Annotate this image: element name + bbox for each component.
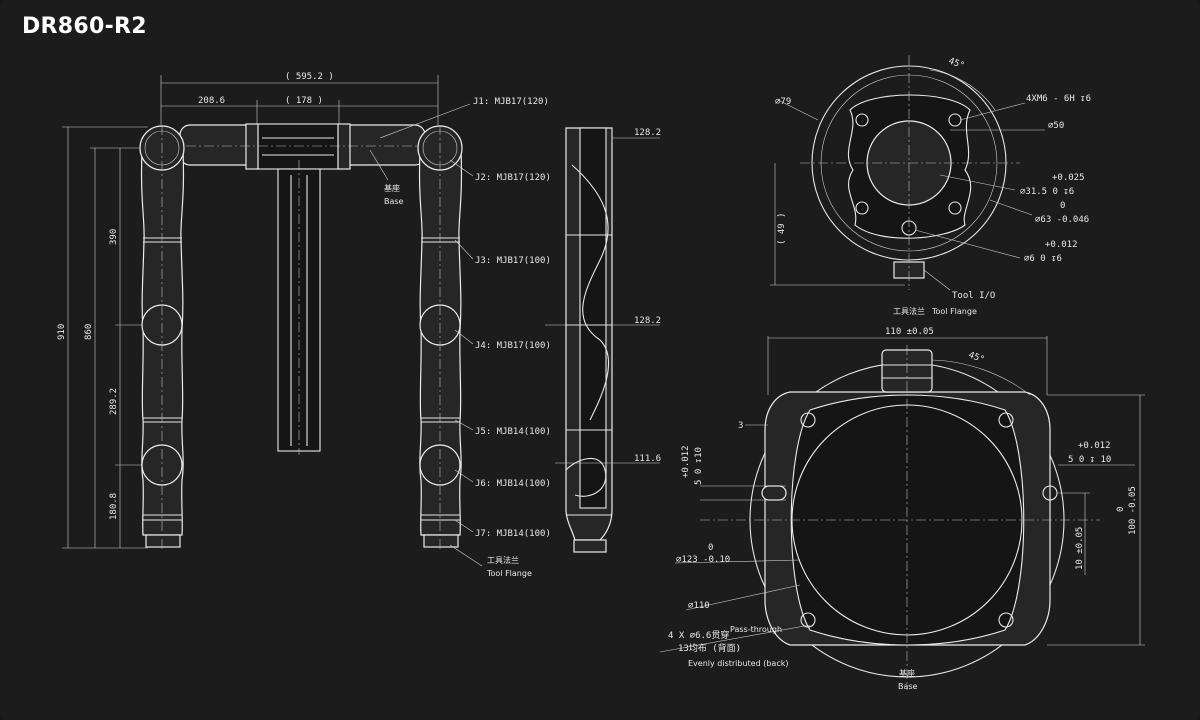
joint-label-j5: J5: MJB14(100)	[475, 427, 551, 437]
profile-view: 128.2 128.2 111.6	[545, 127, 661, 553]
dim-total-height: 910	[57, 324, 67, 340]
flange-dia-6: ⌀6 0 ↧6	[1024, 254, 1062, 264]
base-distributed-en: Evenly distributed (back)	[688, 659, 788, 668]
base-tol-left-2: 5 0 ↧10	[694, 447, 704, 485]
flange-tol-31-upper: +0.025	[1052, 173, 1085, 183]
joint-label-j7: J7: MJB14(100)	[475, 529, 551, 539]
base-tol-left: +0.012	[681, 445, 691, 478]
page-title: DR860-R2	[22, 14, 147, 39]
dim-total-width: ( 595.2 )	[285, 72, 334, 82]
base-holes-en: Pass-through	[730, 625, 782, 634]
flange-caption-en: Tool Flange	[931, 307, 977, 316]
joint-label-j6: J6: MJB14(100)	[475, 479, 551, 489]
base-caption-en: Base	[898, 682, 918, 691]
base-view: 110 ±0.05 45° 100 -0.05 0 10 ±0.05 +0.01…	[659, 327, 1145, 691]
base-tol-right-upper: +0.012	[1078, 441, 1111, 451]
base-label-en: Base	[384, 197, 404, 206]
base-tol-right: 5 0 ↧ 10	[1068, 455, 1111, 465]
base-holes: 4 X ⌀6.6贯穿	[668, 629, 729, 641]
flange-dia-31: ⌀31.5 0 ↧6	[1020, 187, 1074, 197]
flange-tol-6-upper: +0.012	[1045, 240, 1078, 250]
flange-dia-outer: ⌀79	[775, 97, 791, 107]
dim-180: 180.8	[109, 493, 119, 520]
dim-offset: 208.6	[198, 96, 225, 106]
flange-bolt-spec: 4XM6 - 6H ↧6	[1026, 94, 1091, 104]
profile-dim-top: 128.2	[634, 128, 661, 138]
base-dim-110: 110 ±0.05	[885, 327, 934, 337]
base-dia-110: ⌀110	[688, 601, 710, 611]
flange-tol-63-upper: 0	[1060, 201, 1065, 211]
base-dia-123-upper: 0	[708, 543, 713, 553]
joint-label-j2: J2: MJB17(120)	[475, 173, 551, 183]
flange-caption-cn: 工具法兰	[893, 306, 925, 316]
joint-label-j1: J1: MJB17(120)	[473, 97, 549, 107]
dim-height-860: 860	[84, 324, 94, 340]
base-dim-100: 100 -0.05	[1128, 486, 1138, 535]
base-label-cn: 基座	[384, 183, 400, 193]
joint-label-j3: J3: MJB17(100)	[475, 256, 551, 266]
side-view: ( 595.2 ) 208.6 ( 178 ) 910 860 390 289.…	[57, 72, 551, 578]
base-caption-cn: 基座	[899, 668, 915, 678]
profile-dim-bottom: 111.6	[634, 454, 661, 464]
base-angle: 45°	[967, 350, 986, 365]
base-dim-10: 10 ±0.05	[1075, 527, 1085, 570]
joint-label-j4: J4: MJB17(100)	[475, 341, 551, 351]
profile-dim-mid: 128.2	[634, 316, 661, 326]
flange-dia-50: ⌀50	[1048, 121, 1064, 131]
dim-390: 390	[109, 229, 119, 245]
flange-dia-63: ⌀63 -0.046	[1035, 215, 1089, 225]
flange-view: 45° ⌀79 4XM6 - 6H ↧6 ⌀50 +0.025 ⌀31.5 0 …	[770, 55, 1091, 316]
flange-label-en: Tool Flange	[486, 569, 532, 578]
base-dim-100-upper: 0	[1116, 507, 1126, 512]
base-distributed: 13均布 (背面)	[678, 642, 741, 654]
flange-dim-49: ( 49 )	[777, 212, 787, 245]
dim-gap: ( 178 )	[285, 96, 323, 106]
base-dim-3: 3	[738, 421, 743, 431]
flange-label-cn: 工具法兰	[487, 555, 519, 565]
flange-tool-io: Tool I/O	[952, 291, 995, 301]
base-dia-123: ⌀123 -0.10	[676, 555, 730, 565]
dim-289: 289.2	[109, 388, 119, 415]
flange-angle: 45°	[947, 56, 966, 71]
